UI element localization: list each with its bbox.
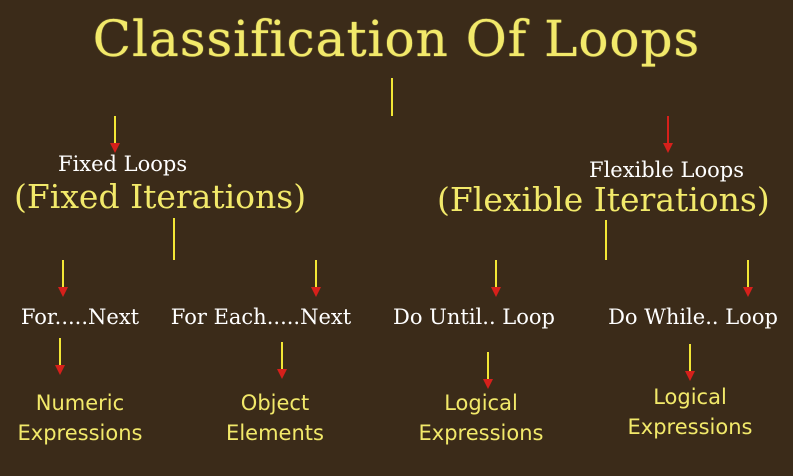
leaf-do-until-loop: Do Until.. Loop [393, 305, 555, 329]
desc-logical-1-line-2: Expressions [418, 421, 544, 446]
leaf-for-each-next: For Each.....Next [170, 305, 352, 329]
flexible-iterations-label: (Flexible Iterations) [437, 180, 770, 219]
desc-numeric-line-1: Numeric [35, 391, 125, 415]
desc-logical-2-line-2: Expressions [627, 415, 753, 440]
fixed-iterations-label: (Fixed Iterations) [14, 177, 307, 216]
desc-logical-1-line-1: Logical [444, 391, 518, 415]
flexible-loops-label: Flexible Loops [589, 158, 744, 182]
desc-object-line-1: Object [240, 391, 310, 415]
desc-logical-2-line-1: Logical [653, 385, 727, 409]
fixed-loops-label: Fixed Loops [58, 152, 188, 176]
desc-numeric-line-2: Expressions [17, 421, 143, 446]
desc-logical-expressions-2: Logical Expressions [615, 382, 765, 443]
desc-logical-expressions-1: Logical Expressions [406, 388, 556, 449]
desc-object-elements: Object Elements [200, 388, 350, 449]
leaf-do-while-loop: Do While.. Loop [608, 305, 778, 329]
desc-numeric-expressions: Numeric Expressions [5, 388, 155, 449]
page-title: Classification Of Loops [92, 10, 701, 68]
desc-object-line-2: Elements [226, 421, 324, 446]
leaf-for-next: For.....Next [20, 305, 140, 329]
